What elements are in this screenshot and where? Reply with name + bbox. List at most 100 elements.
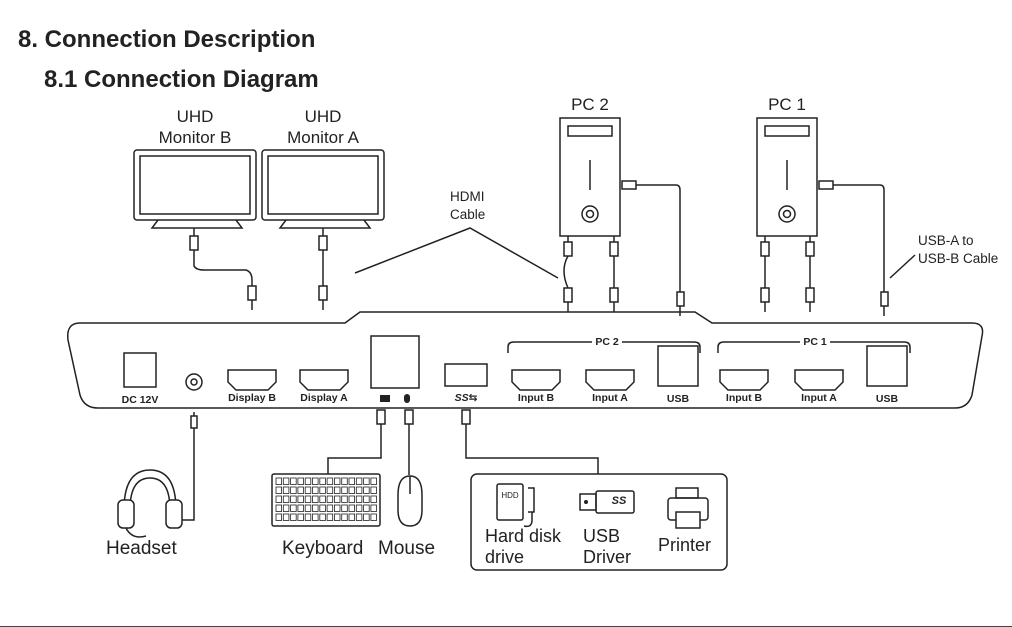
keyboard-key <box>304 504 312 512</box>
keyboard-key <box>326 477 334 485</box>
printer-icon <box>667 487 709 529</box>
keyboard-key <box>275 486 282 494</box>
pc2-group-label: PC 2 <box>595 336 619 348</box>
keyboard-label: Keyboard <box>282 538 364 559</box>
usb3-port-label: SS⇆ <box>454 392 478 404</box>
keyboard-key <box>297 486 304 494</box>
port-pc2-usb: USB <box>666 393 690 405</box>
pc1-tower-icon <box>756 117 818 237</box>
keyboard-key <box>304 495 312 503</box>
keyboard-key <box>355 477 363 485</box>
keyboard-key <box>341 504 348 512</box>
hdd-icon-text: HDD <box>501 491 519 500</box>
keyboard-key <box>319 504 326 512</box>
port-pc2-input-b: Input B <box>517 392 555 404</box>
keyboard-key <box>333 486 341 494</box>
keyboard-key <box>333 504 341 512</box>
kvm-switch-body <box>67 311 984 409</box>
keyboard-key <box>333 513 341 521</box>
hard-disk-icon <box>496 483 535 528</box>
monitor-b-icon <box>133 149 257 229</box>
monitor-a-line2: Monitor A <box>287 128 359 147</box>
keyboard-key <box>290 504 297 512</box>
usb-cable-line2: USB-B Cable <box>918 251 999 266</box>
hdd-label: Hard disk drive <box>485 526 561 568</box>
keyboard-key <box>326 513 334 521</box>
monitor-b-cable <box>189 228 257 310</box>
keyboard-key <box>297 504 304 512</box>
pc1-group-label: PC 1 <box>803 336 827 348</box>
keyboard-key <box>282 504 290 512</box>
port-pc1-usb: USB <box>875 393 899 405</box>
keyboard-key <box>348 513 355 521</box>
keyboard-key <box>348 504 355 512</box>
keyboard-key <box>326 504 334 512</box>
hdmi-cable-line1: HDMI <box>450 189 485 204</box>
keyboard-key <box>355 513 363 521</box>
mouse-port-icon <box>404 394 410 403</box>
keyboard-key <box>341 495 348 503</box>
keyboard-key <box>370 477 377 485</box>
keyboard-key <box>312 486 319 494</box>
keyboard-key <box>282 495 290 503</box>
keyboard-icon <box>271 473 381 527</box>
port-pc2-input-a: Input A <box>592 392 628 404</box>
mouse-label: Mouse <box>378 538 436 559</box>
keyboard-key <box>333 477 341 485</box>
pc1-label: PC 1 <box>768 95 806 114</box>
keyboard-key <box>297 477 304 485</box>
keyboard-key <box>282 486 290 494</box>
keyboard-key <box>290 495 297 503</box>
usb-driver-line1: USB <box>583 526 621 546</box>
hdd-line1: Hard disk <box>485 526 562 546</box>
headset-label: Headset <box>106 538 177 559</box>
monitor-b-label: UHD Monitor B <box>150 106 240 148</box>
keyboard-key <box>341 477 348 485</box>
pc2-label: PC 2 <box>571 95 609 114</box>
keyboard-key <box>275 504 282 512</box>
usb-driver-label: USB Driver <box>583 526 631 568</box>
usb-peripherals-box <box>470 473 728 571</box>
keyboard-key <box>290 477 297 485</box>
keyboard-key <box>341 513 348 521</box>
keyboard-key <box>275 513 282 521</box>
keyboard-key <box>282 477 290 485</box>
keyboard-key <box>355 495 363 503</box>
hdmi-cable-label: HDMI Cable <box>450 188 485 224</box>
keyboard-key <box>348 486 355 494</box>
port-display-b: Display B <box>228 392 276 404</box>
section-heading: 8. Connection Description <box>18 26 316 53</box>
port-pc1-input-b: Input B <box>725 392 763 404</box>
usb-cable-line1: USB-A to <box>918 233 974 248</box>
keyboard-key <box>304 513 312 521</box>
keyboard-key <box>312 504 319 512</box>
keyboard-key <box>304 477 312 485</box>
keyboard-key <box>312 513 319 521</box>
keyboard-key <box>370 486 377 494</box>
keyboard-key <box>326 495 334 503</box>
monitor-a-icon <box>261 149 385 229</box>
port-dc: DC 12V <box>121 394 159 406</box>
keyboard-key <box>290 513 297 521</box>
keyboard-port-icon <box>380 395 390 402</box>
keyboard-key <box>370 495 377 503</box>
keyboard-key <box>319 495 326 503</box>
monitor-a-label: UHD Monitor A <box>278 106 368 148</box>
keyboard-key <box>355 504 363 512</box>
keyboard-key <box>363 477 370 485</box>
keyboard-key <box>370 513 377 521</box>
monitor-a-cable <box>318 228 328 310</box>
keyboard-key <box>319 513 326 521</box>
usb-cable-label: USB-A to USB-B Cable <box>918 232 998 268</box>
keyboard-key <box>304 486 312 494</box>
keyboard-key <box>363 513 370 521</box>
keyboard-key <box>370 504 377 512</box>
keyboard-key <box>282 513 290 521</box>
keyboard-key <box>348 477 355 485</box>
keyboard-key <box>363 504 370 512</box>
hdd-line2: drive <box>485 547 525 567</box>
keyboard-key <box>355 486 363 494</box>
keyboard-key <box>275 477 282 485</box>
keyboard-key <box>363 495 370 503</box>
